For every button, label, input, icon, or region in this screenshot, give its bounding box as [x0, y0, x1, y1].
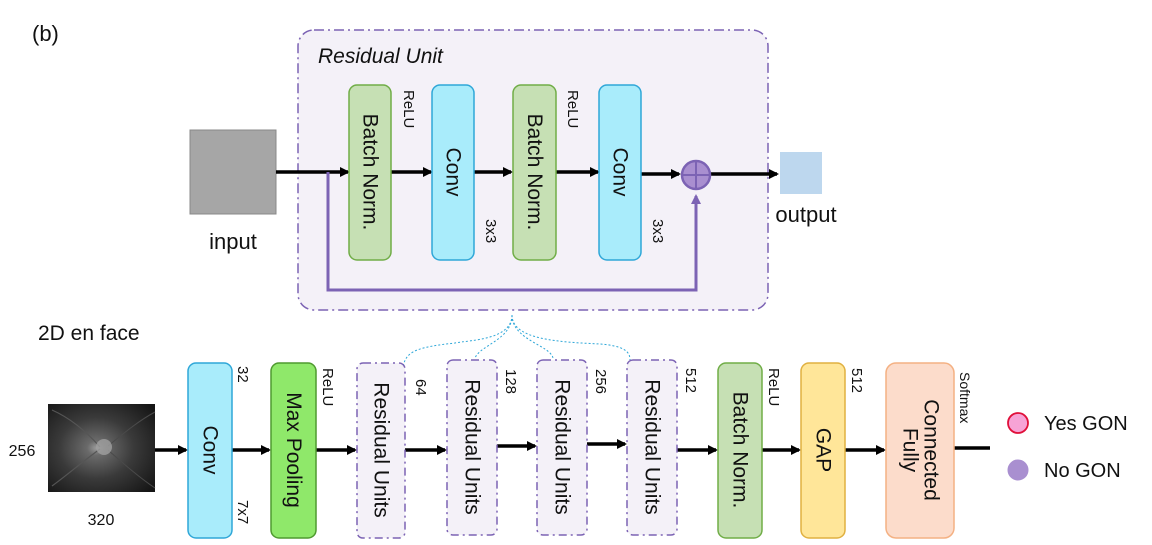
conv-block-label: Conv [199, 425, 222, 475]
yes-gon-marker [1007, 412, 1029, 434]
channels-label-64: 64 [412, 379, 429, 396]
add-node [680, 159, 712, 191]
residual-units-3-label: Residual Units [551, 379, 574, 514]
fully-connected-label-2: Connected [920, 399, 943, 501]
conv-kernel-label: 7x7 [234, 500, 251, 524]
max-pooling-block: Max Pooling [270, 362, 317, 539]
no-gon-label: No GON [1044, 460, 1121, 482]
conv-block-1-label: Conv [442, 147, 465, 197]
residual-units-2-label: Residual Units [461, 379, 484, 514]
legend: Yes GON No GON [1007, 412, 1128, 482]
kernel-label-1: 3x3 [482, 219, 499, 243]
output-label: output [775, 202, 836, 227]
gap-label: GAP [812, 428, 835, 472]
relu-label-1: ReLU [400, 90, 417, 128]
residual-units-block-3: Residual Units [536, 359, 588, 536]
residual-units-block-1: Residual Units [356, 362, 406, 539]
bn-block-1: Batch Norm. [348, 84, 392, 261]
channels-label-256: 256 [592, 369, 609, 394]
residual-units-4-label: Residual Units [641, 379, 664, 514]
connector-ru3 [511, 314, 554, 359]
residual-units-block-2: Residual Units [446, 359, 498, 536]
bn-block-1-label: Batch Norm. [359, 114, 382, 231]
connector-ru2 [474, 314, 513, 359]
conv-block-1: Conv [431, 84, 475, 261]
batch-norm-block: Batch Norm. [717, 362, 763, 539]
kernel-label-2: 3x3 [649, 219, 666, 243]
residual-units-1-label: Residual Units [370, 382, 393, 517]
relu-label-bottom-1: ReLU [319, 368, 336, 406]
fully-connected-block: Fully Connected [885, 362, 955, 539]
channels-label-512-a: 512 [682, 368, 699, 393]
softmax-label: Softmax [957, 372, 973, 423]
bn-block-2-label: Batch Norm. [523, 114, 546, 231]
channels-label-128: 128 [502, 369, 519, 394]
conv-block: Conv [187, 362, 233, 539]
image-height-label: 256 [9, 443, 36, 460]
conv-block-2-label: Conv [609, 147, 632, 197]
network-section-title: 2D en face [38, 322, 140, 345]
input-label: input [209, 229, 257, 254]
connector-ru4 [511, 314, 631, 361]
panel-label: (b) [32, 21, 59, 46]
bn-block-2: Batch Norm. [512, 84, 557, 261]
output-block [780, 152, 822, 194]
image-width-label: 320 [88, 512, 115, 529]
max-pooling-label: Max Pooling [282, 392, 305, 508]
conv-channels-label: 32 [234, 366, 251, 383]
skip-connection [326, 172, 701, 292]
gap-block: GAP [800, 362, 846, 539]
relu-label-2: ReLU [564, 90, 581, 128]
yes-gon-label: Yes GON [1044, 413, 1128, 435]
connector-ru1 [402, 314, 513, 369]
fully-connected-label-1: Fully [899, 428, 922, 473]
residual-unit-title: Residual Unit [318, 45, 444, 68]
conv-block-2: Conv [598, 84, 642, 261]
en-face-image [48, 404, 156, 492]
batch-norm-label: Batch Norm. [729, 392, 752, 509]
input-block [189, 129, 277, 215]
residual-units-block-4: Residual Units [626, 359, 678, 536]
relu-label-bottom-2: ReLU [765, 368, 782, 406]
no-gon-marker [1007, 459, 1029, 481]
channels-label-512-b: 512 [848, 368, 865, 393]
